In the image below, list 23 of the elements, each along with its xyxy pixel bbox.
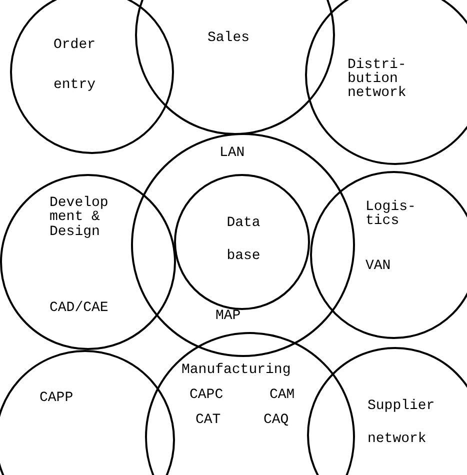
node-label: Sales: [208, 30, 251, 46]
node-label: Distri- bution network: [348, 58, 408, 100]
node-label: VAN: [366, 258, 392, 274]
node-label: Supplier network: [368, 396, 436, 450]
node-label: CAD/CAE: [50, 300, 110, 316]
circle-node: [0, 174, 176, 350]
circle-node: [310, 171, 467, 339]
node-label: Manufacturing: [182, 362, 292, 378]
node-label: LAN: [220, 144, 246, 162]
circle-node: [131, 133, 355, 357]
node-label: CAQ: [264, 412, 290, 428]
node-label: CAPC: [190, 386, 224, 404]
circle-node: [305, 0, 467, 165]
node-label: MAP: [216, 308, 242, 324]
node-label: CAPP: [40, 390, 74, 406]
node-label: CAM: [270, 386, 296, 404]
node-label: Order entry: [52, 36, 96, 96]
node-label: CAT: [196, 412, 222, 428]
node-label: Data base: [226, 214, 262, 266]
node-label: Develop ment & Design: [50, 196, 110, 240]
circle-node: [174, 174, 310, 310]
node-label: Logis- tics: [366, 200, 417, 228]
circle-node: [10, 0, 174, 154]
